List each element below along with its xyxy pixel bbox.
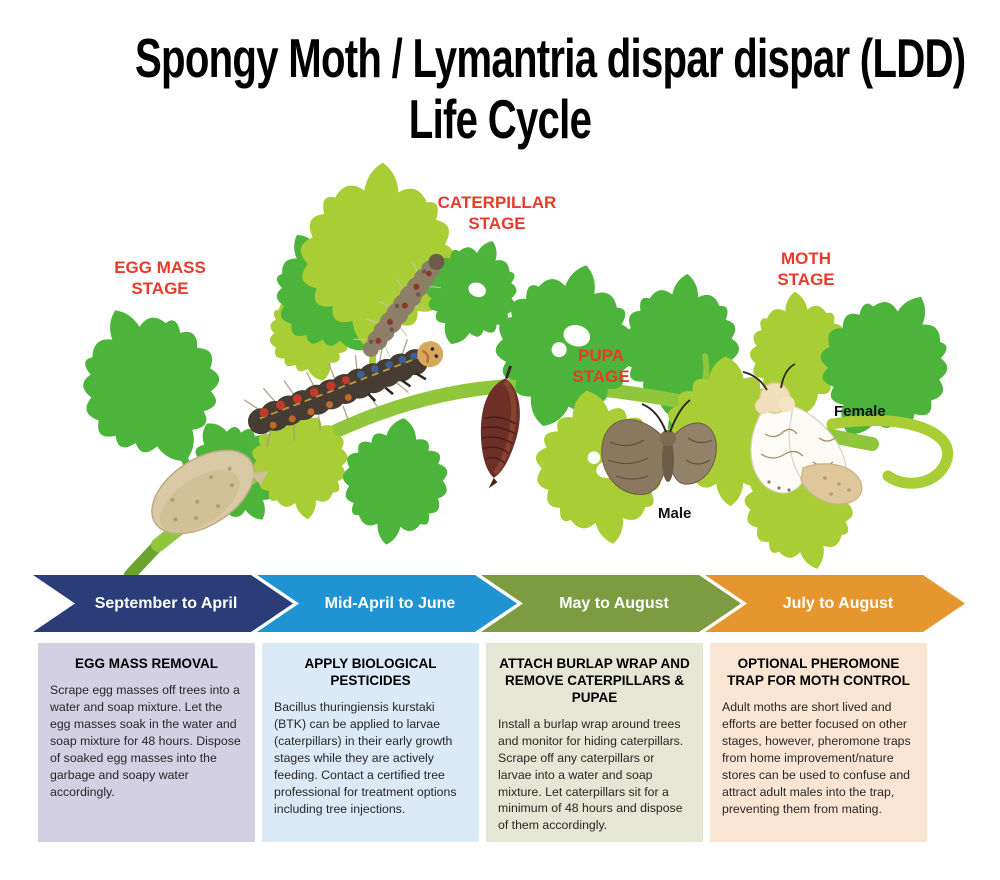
- male-moth: [601, 399, 717, 495]
- egg-mass: [151, 449, 269, 535]
- timeline-arrow-may-august: May to August: [481, 575, 741, 632]
- branch-curl: [826, 415, 954, 489]
- stage-label-caterpillar: CATERPILLAR STAGE: [397, 193, 597, 234]
- stage-label-line: EGG MASS: [114, 258, 206, 277]
- oak-leaf: [408, 223, 535, 361]
- oak-leaf: [334, 410, 456, 552]
- large-caterpillar: [243, 339, 444, 448]
- info-box-body: Bacillus thuringiensis kurstaki (BTK) ca…: [274, 699, 457, 816]
- page-title-line2: Life Cycle: [408, 87, 592, 150]
- female-moth: [742, 363, 863, 505]
- timeline-arrow-july-august: July to August: [705, 575, 965, 632]
- info-box-title: OPTIONAL PHEROMONE TRAP FOR MOTH CONTROL: [727, 656, 910, 688]
- info-box-body: Install a burlap wrap around trees and m…: [498, 716, 684, 833]
- pupa: [480, 365, 520, 489]
- info-box-burlap-wrap: ATTACH BURLAP WRAP AND REMOVE CATERPILLA…: [486, 643, 703, 842]
- info-box-body: Scrape egg masses off trees into a water…: [50, 682, 241, 799]
- male-label: Male: [658, 505, 692, 522]
- stage-label-pupa: PUPA STAGE: [521, 346, 681, 387]
- timeline-arrow-label: July to August: [782, 594, 894, 612]
- oak-leaf: [477, 247, 653, 444]
- stage-label-line: STAGE: [777, 269, 835, 289]
- stage-label-line: CATERPILLAR: [437, 193, 557, 212]
- info-box-body: Adult moths are short lived and efforts …: [722, 699, 911, 816]
- stage-label-line: MOTH: [780, 249, 832, 268]
- stage-label-egg-mass: EGG MASS STAGE: [80, 258, 240, 299]
- info-box-title: APPLY BIOLOGICAL PESTICIDES: [304, 656, 437, 688]
- stage-label-line: PUPA: [578, 346, 624, 365]
- info-box-title: ATTACH BURLAP WRAP AND REMOVE CATERPILLA…: [499, 656, 690, 705]
- timeline-arrow-label: September to April: [94, 594, 238, 612]
- timeline-arrow-midapril-june: Mid-April to June: [257, 575, 517, 632]
- female-label: Female: [834, 403, 886, 420]
- info-box-biological-pesticides: APPLY BIOLOGICAL PESTICIDES Bacillus thu…: [262, 643, 479, 842]
- timeline-arrow-label: May to August: [559, 594, 669, 612]
- info-box-title: EGG MASS REMOVAL: [74, 656, 218, 671]
- stage-label-line: STAGE: [572, 366, 630, 386]
- info-box-pheromone-trap: OPTIONAL PHEROMONE TRAP FOR MOTH CONTROL…: [710, 643, 927, 842]
- info-box-egg-mass-removal: EGG MASS REMOVAL Scrape egg masses off t…: [38, 643, 255, 842]
- timeline-arrow-sept-april: September to April: [33, 575, 293, 632]
- page-title: Spongy Moth / Lymantria dispar dispar (L…: [135, 27, 966, 150]
- small-caterpillar: [353, 253, 445, 358]
- stage-label-line: STAGE: [468, 213, 526, 233]
- timeline-arrow-label: Mid-April to June: [324, 594, 456, 612]
- stage-label-moth: MOTH STAGE: [726, 249, 886, 290]
- page-title-line1: Spongy Moth / Lymantria dispar dispar (L…: [135, 27, 966, 89]
- stage-label-line: STAGE: [131, 278, 189, 298]
